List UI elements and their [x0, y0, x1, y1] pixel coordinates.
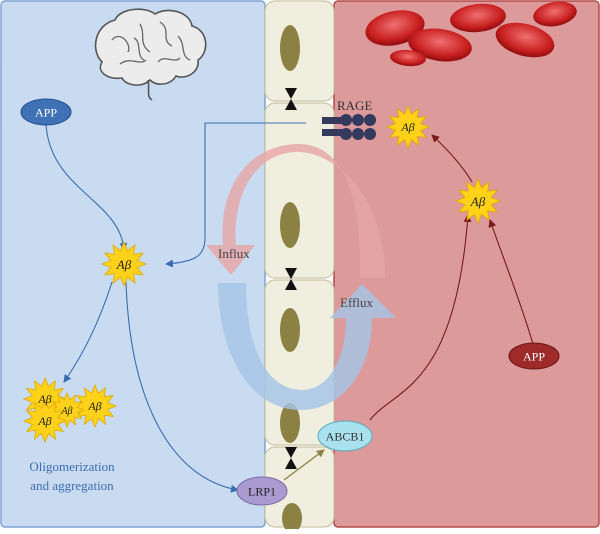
efflux-arrow — [218, 283, 396, 410]
lrp1-to-abcb1-arrow — [283, 449, 325, 481]
app-blood-node — [508, 342, 560, 370]
app-brain-label: APP — [35, 106, 57, 120]
oligomer-caption-line2: and aggregation — [30, 478, 114, 493]
red-blood-cells-icon — [365, 1, 577, 67]
rage-label: RAGE — [337, 98, 372, 113]
influx-label: Influx — [218, 246, 250, 261]
endothelial-nuclei — [280, 25, 302, 533]
oligomer-abeta-1: Aβ — [37, 392, 51, 406]
oligomer-abeta-2: Aβ — [87, 399, 101, 413]
endothelial-layer — [264, 0, 335, 528]
abeta-star — [100, 240, 148, 288]
efflux-label: Efflux — [340, 295, 373, 310]
abeta-oligomer-cluster — [22, 376, 118, 444]
red-pathways — [369, 134, 534, 421]
abeta-star-blood-mid — [454, 177, 502, 225]
abeta-star-blood-top — [385, 104, 431, 150]
abeta-label: Aβ — [116, 257, 132, 272]
lrp1-transporter — [236, 476, 288, 506]
app-blood-label: APP — [523, 350, 545, 364]
oligomer-abeta-4: Aβ — [37, 414, 51, 428]
oligomer-abeta-3: Aβ — [60, 406, 72, 417]
app-brain-node — [20, 98, 72, 126]
abcb1-transporter — [317, 420, 373, 452]
influx-arrow — [206, 143, 385, 278]
lrp1-label: LRP1 — [248, 485, 276, 499]
abeta-blood-mid-label: Aβ — [470, 194, 486, 209]
abcb1-label: ABCB1 — [326, 430, 365, 444]
tight-junction-icon — [285, 88, 297, 469]
brain-icon — [94, 8, 207, 101]
rage-receptor-icon — [322, 114, 376, 140]
abeta-blood-top-label: Aβ — [400, 120, 414, 134]
oligomer-caption-line1: Oligomerization — [29, 459, 115, 474]
blue-pathways — [45, 122, 306, 493]
